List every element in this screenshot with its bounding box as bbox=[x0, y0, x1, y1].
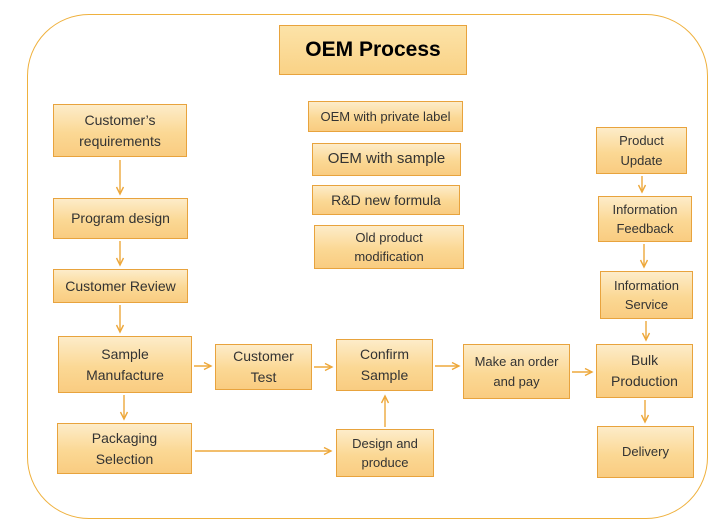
diagram-title: OEM Process bbox=[279, 25, 467, 75]
node-design-produce: Design and produce bbox=[336, 429, 434, 477]
outer-rounded-frame bbox=[27, 14, 708, 519]
node-information-feedback: Information Feedback bbox=[598, 196, 692, 242]
node-packaging-selection: Packaging Selection bbox=[57, 423, 192, 474]
node-make-order-pay: Make an order and pay bbox=[463, 344, 570, 399]
node-customer-requirements: Customer’s requirements bbox=[53, 104, 187, 157]
node-rd-new-formula: R&D new formula bbox=[312, 185, 460, 215]
node-customer-test: Customer Test bbox=[215, 344, 312, 390]
node-program-design: Program design bbox=[53, 198, 188, 239]
node-old-product-modification: Old product modification bbox=[314, 225, 464, 269]
node-oem-with-private-label: OEM with private label bbox=[308, 101, 463, 132]
node-customer-review: Customer Review bbox=[53, 269, 188, 303]
node-confirm-sample: Confirm Sample bbox=[336, 339, 433, 391]
node-sample-manufacture: Sample Manufacture bbox=[58, 336, 192, 393]
node-information-service: Information Service bbox=[600, 271, 693, 319]
node-oem-with-sample: OEM with sample bbox=[312, 143, 461, 176]
node-bulk-production: Bulk Production bbox=[596, 344, 693, 398]
node-delivery: Delivery bbox=[597, 426, 694, 478]
node-product-update: Product Update bbox=[596, 127, 687, 174]
